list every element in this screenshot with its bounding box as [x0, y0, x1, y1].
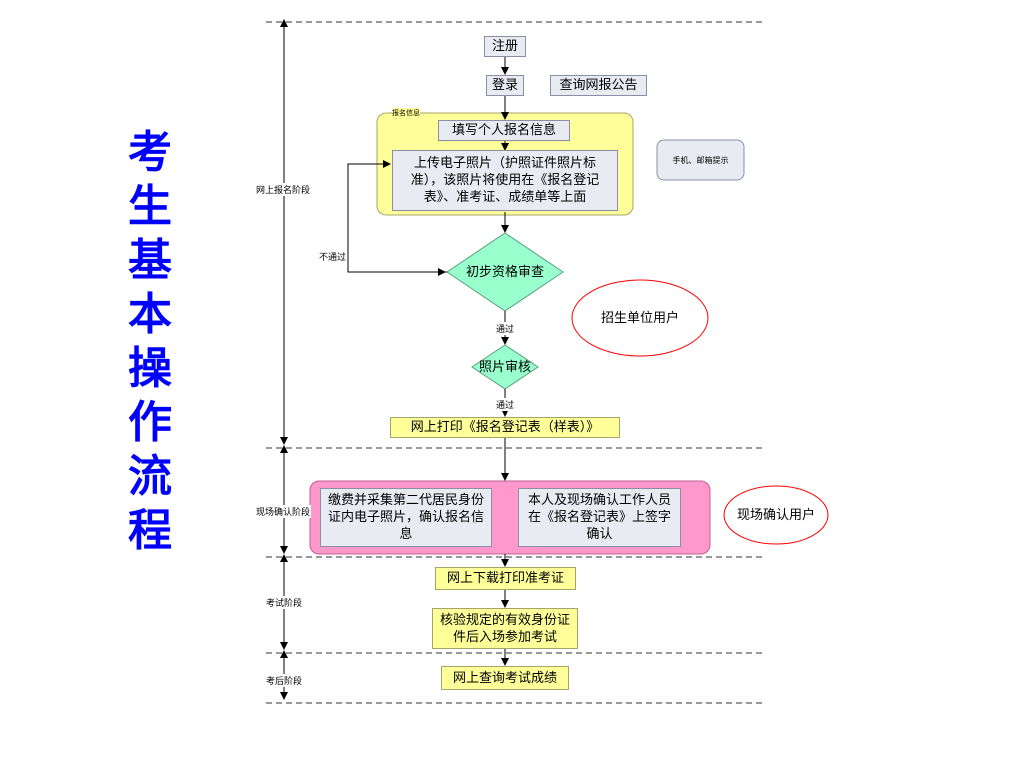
- title-char: 本: [128, 289, 172, 340]
- sign-confirm-box: 本人及现场确认工作人员在《报名登记表》上签字确认: [518, 488, 681, 547]
- onsite-user-label: 现场确认用户: [736, 507, 815, 523]
- phase-label-after: 考后阶段: [265, 674, 304, 687]
- login-box: 登录: [486, 75, 524, 96]
- query-score-box: 网上查询考试成绩: [441, 666, 569, 690]
- school-user-ellipse: [571, 279, 709, 357]
- prelim-review-label: 初步资格审查: [465, 264, 544, 280]
- phone-email-box: [656, 139, 745, 181]
- phase-label-online: 网上报名阶段: [255, 183, 312, 196]
- register-box: 注册: [484, 36, 526, 57]
- pass-label-1: 通过: [496, 322, 515, 335]
- title-char: 考: [128, 127, 172, 178]
- not-pass-label: 不通过: [319, 250, 347, 263]
- group-label: 报名信息: [392, 108, 420, 118]
- query-notice-box: 查询网报公告: [550, 75, 647, 96]
- phase-label-exam: 考试阶段: [265, 596, 304, 609]
- title-char: 流: [128, 451, 172, 502]
- upload-photo-box: 上传电子照片（护照证件照片标准），该照片将使用在《报名登记表》、准考证、成绩单等…: [392, 150, 618, 211]
- download-ticket-box: 网上下载打印准考证: [435, 567, 576, 590]
- phase-dividers: [266, 21, 762, 704]
- school-user-label: 招生单位用户: [600, 310, 679, 326]
- photo-review-label: 照片审核: [478, 359, 531, 375]
- vertical-title: 考 生 基 本 操 作 流 程: [118, 126, 182, 558]
- title-char: 基: [128, 235, 172, 286]
- pay-collect-box: 缴费并采集第二代居民身份证内电子照片，确认报名信息: [320, 488, 492, 547]
- pass-label-2: 通过: [496, 398, 515, 411]
- title-char: 操: [128, 343, 172, 394]
- fill-info-box: 填写个人报名信息: [438, 120, 570, 141]
- title-char: 生: [128, 181, 172, 232]
- title-char: 程: [128, 505, 172, 556]
- phase-label-onsite: 现场确认阶段: [255, 505, 312, 518]
- title-char: 作: [128, 397, 172, 448]
- phone-email-label: 手机、邮箱提示: [672, 155, 729, 165]
- verify-id-box: 核验规定的有效身份证件后入场参加考试: [432, 608, 578, 649]
- onsite-user-ellipse: [723, 485, 829, 545]
- print-form-box: 网上打印《报名登记表（样表）》: [390, 417, 620, 438]
